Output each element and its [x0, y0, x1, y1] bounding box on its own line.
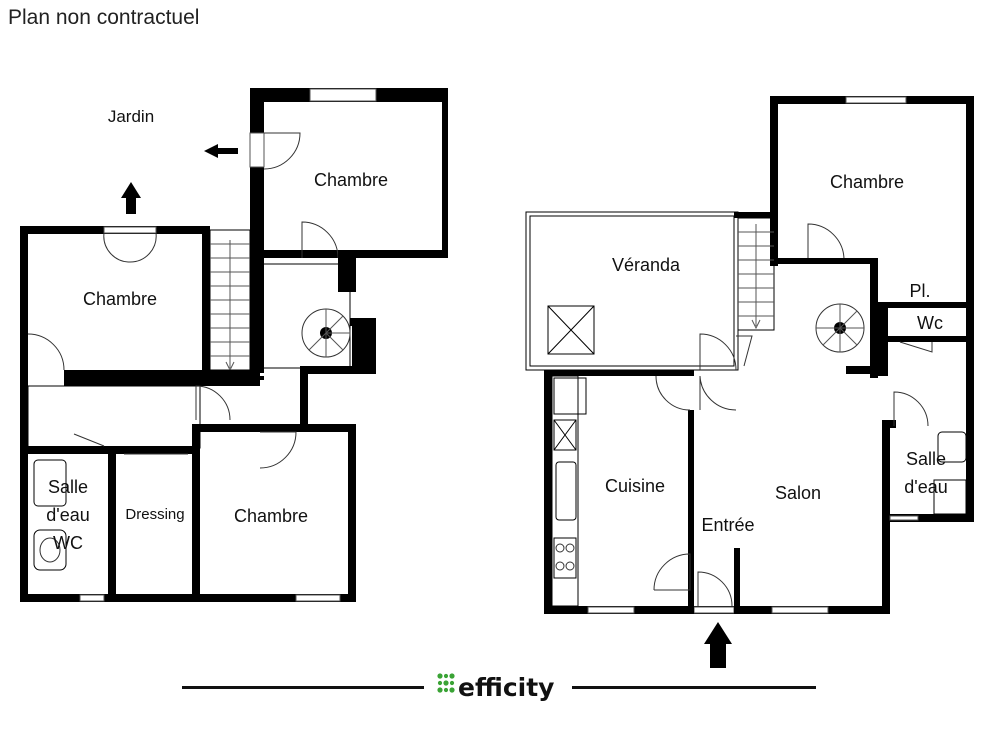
footer-rule-right: [572, 686, 816, 689]
label-jardin: Jardin: [108, 107, 154, 126]
label-placard: Pl.: [909, 281, 930, 301]
label-salle-eau-left-line3: WC: [53, 533, 83, 553]
logo-dot: [443, 673, 449, 679]
footer-rule-left: [182, 686, 424, 689]
logo-dot: [443, 687, 449, 693]
label-entree: Entrée: [701, 515, 754, 535]
arrow-up-icon: [121, 182, 141, 214]
label-chambre-right: Chambre: [830, 172, 904, 192]
label-salle-eau-right-line2: d'eau: [904, 477, 947, 497]
logo-dot: [449, 680, 455, 686]
left-floor-plan: [20, 88, 448, 602]
right-floor-plan: [525, 96, 974, 614]
label-dressing: Dressing: [125, 506, 184, 523]
label-chambre-top-left: Chambre: [314, 170, 388, 190]
logo-dot: [449, 673, 455, 679]
efficity-logo-icon: [437, 673, 455, 693]
jardin-arrows: [121, 144, 238, 214]
label-wc: Wc: [917, 313, 943, 333]
label-salon: Salon: [775, 483, 821, 503]
label-chambre-mid-left: Chambre: [83, 289, 157, 309]
logo-dot: [437, 680, 443, 686]
label-salle-eau-left-line1: Salle: [48, 477, 88, 497]
label-cuisine: Cuisine: [605, 476, 665, 496]
label-chambre-bottom-left: Chambre: [234, 506, 308, 526]
logo-dot: [449, 687, 455, 693]
logo-dot: [437, 687, 443, 693]
brand-name: efficity: [458, 673, 554, 702]
label-salle-eau-left-line2: d'eau: [46, 505, 89, 525]
logo-dot: [437, 673, 443, 679]
plan-caption: Plan non contractuel: [8, 6, 200, 29]
arrow-left-icon: [204, 144, 238, 158]
brand-footer: efficity: [182, 673, 816, 702]
logo-dot: [443, 680, 449, 686]
arrow-up-icon: [704, 622, 732, 668]
label-veranda: Véranda: [612, 255, 681, 275]
label-salle-eau-right-line1: Salle: [906, 449, 946, 469]
